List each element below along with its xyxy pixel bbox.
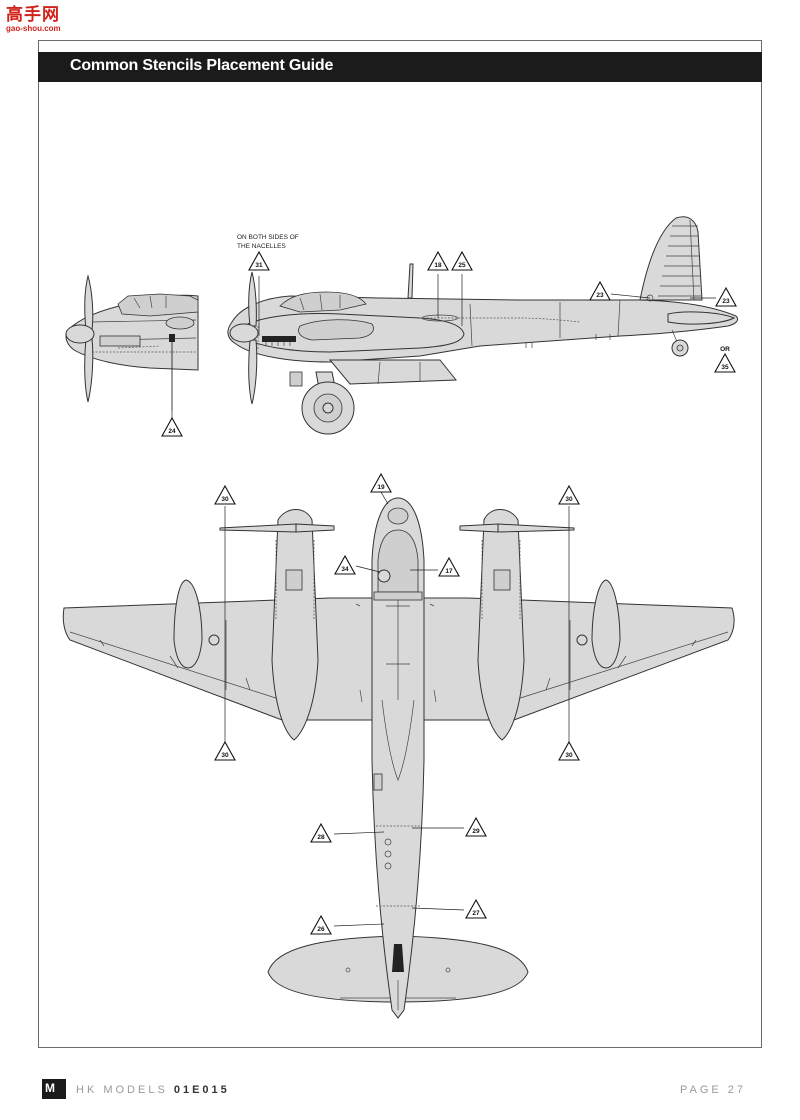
footer-brand: HK MODELS 01E015: [76, 1084, 230, 1096]
callout-25: 25: [451, 250, 473, 271]
callout-24: 24: [161, 416, 183, 437]
brand-name: HK MODELS: [76, 1084, 168, 1096]
callout-29: 29: [465, 816, 487, 837]
watermark-logo: 高手网 gao-shou.com: [6, 6, 70, 40]
nacelle-note-line1: ON BOTH SIDES OF: [237, 234, 299, 241]
svg-text:17: 17: [445, 568, 453, 575]
hk-models-logo: M: [42, 1079, 66, 1099]
svg-text:26: 26: [317, 926, 325, 933]
svg-text:30: 30: [221, 496, 229, 503]
callout-28: 28: [310, 822, 332, 843]
svg-text:30: 30: [565, 496, 573, 503]
svg-text:23: 23: [596, 292, 604, 299]
svg-text:31: 31: [255, 262, 263, 269]
svg-text:27: 27: [472, 910, 480, 917]
callout-30-bottom-right: 30: [558, 740, 580, 761]
leader-lines: [171, 274, 716, 927]
callout-26: 26: [310, 914, 332, 935]
callout-19: 19: [370, 472, 392, 493]
svg-text:28: 28: [317, 834, 325, 841]
svg-text:25: 25: [458, 262, 466, 269]
svg-text:30: 30: [221, 752, 229, 759]
watermark-site: gao-shou.com: [6, 24, 61, 33]
callout-17: 17: [438, 556, 460, 577]
nose-detail-view: [65, 274, 199, 410]
callout-30-top-left: 30: [214, 484, 236, 505]
callout-18: 18: [427, 250, 449, 271]
callout-23-left: 23: [589, 280, 611, 301]
callout-30-bottom-left: 30: [214, 740, 236, 761]
side-view-aircraft: [227, 216, 739, 435]
watermark-chars: 高手网: [6, 5, 60, 25]
page-frame: [38, 40, 762, 1048]
page-number: PAGE 27: [680, 1084, 747, 1096]
page-title: Common Stencils Placement Guide: [70, 57, 334, 74]
kit-code: 01E015: [173, 1084, 230, 1096]
callout-34: 34: [334, 554, 356, 575]
or-label: OR: [720, 346, 730, 353]
svg-text:23: 23: [722, 298, 730, 305]
callout-30-top-right: 30: [558, 484, 580, 505]
svg-text:19: 19: [377, 484, 385, 491]
logo-letter: M: [45, 1081, 55, 1095]
callout-27: 27: [465, 898, 487, 919]
svg-text:18: 18: [434, 262, 442, 269]
section-header: Common Stencils Placement Guide: [38, 52, 762, 82]
callout-31: 31: [248, 250, 270, 271]
svg-text:30: 30: [565, 752, 573, 759]
plan-view-aircraft: [62, 497, 735, 1019]
svg-text:29: 29: [472, 828, 480, 835]
svg-text:35: 35: [721, 364, 729, 371]
callout-23-right: 23: [715, 286, 737, 307]
svg-text:34: 34: [341, 566, 349, 573]
callout-35: 35: [714, 352, 736, 373]
svg-text:24: 24: [168, 428, 176, 435]
nacelle-note-line2: THE NACELLES: [237, 243, 286, 250]
